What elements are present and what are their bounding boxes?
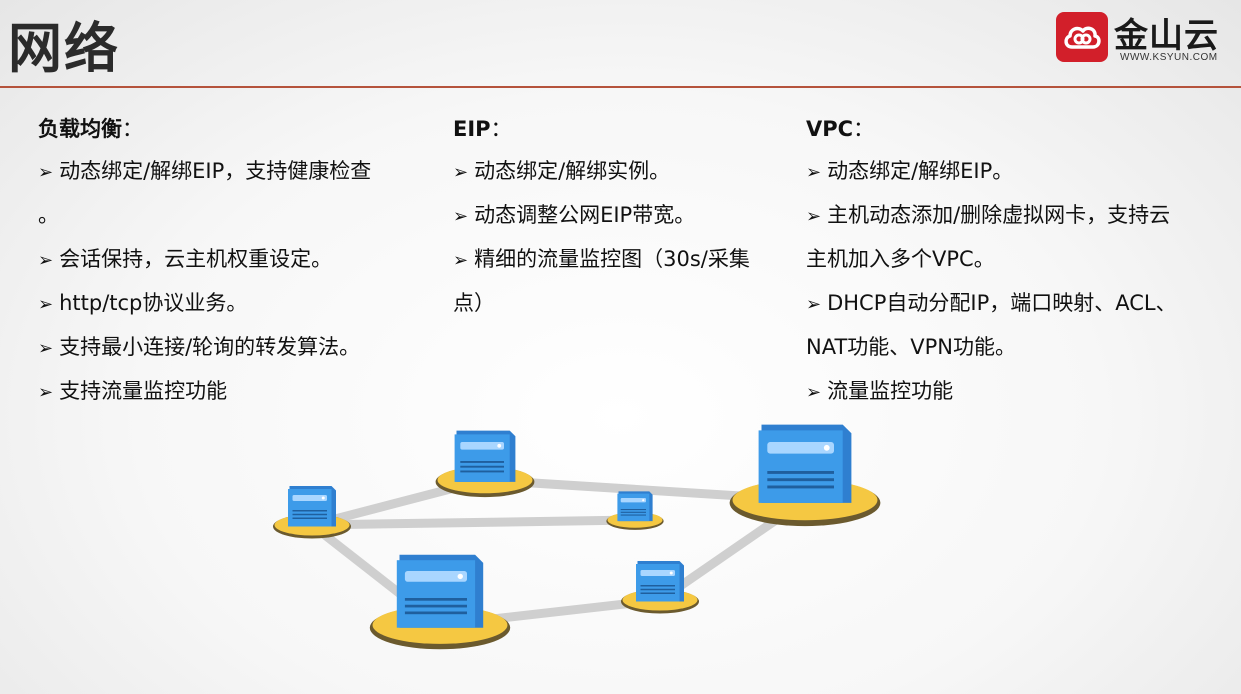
- bullet-text: 动态调整公网EIP带宽。: [474, 203, 696, 227]
- page-title: 网络: [8, 17, 120, 80]
- arrow-bullet-icon: ➢: [453, 250, 469, 271]
- section-heading: 负载均衡：: [38, 108, 418, 150]
- server-icon: [621, 561, 699, 614]
- bullet-item: ➢动态调整公网EIP带宽。: [453, 194, 793, 238]
- arrow-bullet-icon: ➢: [38, 338, 54, 359]
- bullet-text: 动态绑定/解绑实例。: [474, 159, 671, 183]
- bullet-item: 。: [38, 194, 418, 238]
- server-icon: [273, 486, 351, 539]
- network-diagram: [273, 424, 881, 650]
- arrow-bullet-icon: ➢: [806, 206, 822, 227]
- server-icon: [435, 430, 535, 498]
- arrow-bullet-icon: ➢: [38, 250, 54, 271]
- section-heading: EIP：: [453, 108, 793, 150]
- bullet-item: ➢精细的流量监控图（30s/采集: [453, 238, 793, 282]
- bullet-item: ➢支持流量监控功能: [38, 370, 418, 414]
- logo-url: WWW.KSYUN.COM: [1120, 52, 1218, 63]
- vpc-column: VPC：➢动态绑定/解绑EIP。➢主机动态添加/删除虚拟网卡，支持云主机加入多个…: [806, 108, 1226, 414]
- arrow-bullet-icon: ➢: [38, 162, 54, 183]
- bullet-text: 。: [38, 203, 59, 227]
- bullet-item: ➢会话保持，云主机权重设定。: [38, 238, 418, 282]
- cloud-logo-icon: [1056, 12, 1108, 62]
- bullet-text: 点）: [453, 291, 495, 315]
- bullet-text: 主机动态添加/删除虚拟网卡，支持云: [827, 203, 1171, 227]
- section-heading-colon: ：: [122, 117, 143, 141]
- bullet-text: 精细的流量监控图（30s/采集: [474, 247, 750, 271]
- bullet-text: 支持最小连接/轮询的转发算法。: [59, 335, 361, 359]
- bullet-item: ➢动态绑定/解绑EIP。: [806, 150, 1226, 194]
- arrow-bullet-icon: ➢: [38, 294, 54, 315]
- bullet-item: ➢主机动态添加/删除虚拟网卡，支持云: [806, 194, 1226, 238]
- arrow-bullet-icon: ➢: [38, 382, 54, 403]
- eip-column: EIP：➢动态绑定/解绑实例。➢动态调整公网EIP带宽。➢精细的流量监控图（30…: [453, 108, 793, 326]
- load-balancer-column: 负载均衡：➢动态绑定/解绑EIP，支持健康检查。➢会话保持，云主机权重设定。➢h…: [38, 108, 418, 414]
- bullet-text: 主机加入多个VPC。: [806, 247, 995, 271]
- bullet-text: 动态绑定/解绑EIP，支持健康检查: [59, 159, 372, 183]
- section-heading-colon: ：: [490, 117, 512, 141]
- brand-logo: 金山云 WWW.KSYUN.COM: [1056, 8, 1236, 66]
- arrow-bullet-icon: ➢: [806, 162, 822, 183]
- section-heading-label: VPC: [806, 117, 854, 141]
- server-icon: [729, 424, 881, 527]
- bullet-text: 会话保持，云主机权重设定。: [59, 247, 333, 271]
- arrow-bullet-icon: ➢: [453, 162, 469, 183]
- bullet-text: 流量监控功能: [827, 379, 954, 403]
- server-icon: [606, 491, 664, 530]
- bullet-item: ➢http/tcp协议业务。: [38, 282, 418, 326]
- bullet-text: 支持流量监控功能: [59, 379, 228, 403]
- arrow-bullet-icon: ➢: [806, 294, 822, 315]
- bullet-item: ➢动态绑定/解绑实例。: [453, 150, 793, 194]
- arrow-bullet-icon: ➢: [453, 206, 469, 227]
- server-icon: [369, 554, 511, 650]
- bullet-item: 主机加入多个VPC。: [806, 238, 1226, 282]
- section-heading-label: EIP: [453, 117, 491, 141]
- bullet-item: 点）: [453, 282, 793, 326]
- section-heading-colon: ：: [853, 117, 875, 141]
- bullet-text: NAT功能、VPN功能。: [806, 335, 1017, 359]
- section-heading-label: 负载均衡: [38, 117, 122, 141]
- bullet-text: 动态绑定/解绑EIP。: [827, 159, 1014, 183]
- header-divider: [0, 86, 1241, 88]
- bullet-item: ➢流量监控功能: [806, 370, 1226, 414]
- bullet-item: ➢支持最小连接/轮询的转发算法。: [38, 326, 418, 370]
- logo-wordmark: 金山云: [1114, 16, 1219, 56]
- bullet-item: NAT功能、VPN功能。: [806, 326, 1226, 370]
- section-heading: VPC：: [806, 108, 1226, 150]
- bullet-item: ➢DHCP自动分配IP，端口映射、ACL、: [806, 282, 1226, 326]
- bullet-text: http/tcp协议业务。: [59, 291, 248, 315]
- arrow-bullet-icon: ➢: [806, 382, 822, 403]
- bullet-item: ➢动态绑定/解绑EIP，支持健康检查: [38, 150, 418, 194]
- bullet-text: DHCP自动分配IP，端口映射、ACL、: [827, 291, 1177, 315]
